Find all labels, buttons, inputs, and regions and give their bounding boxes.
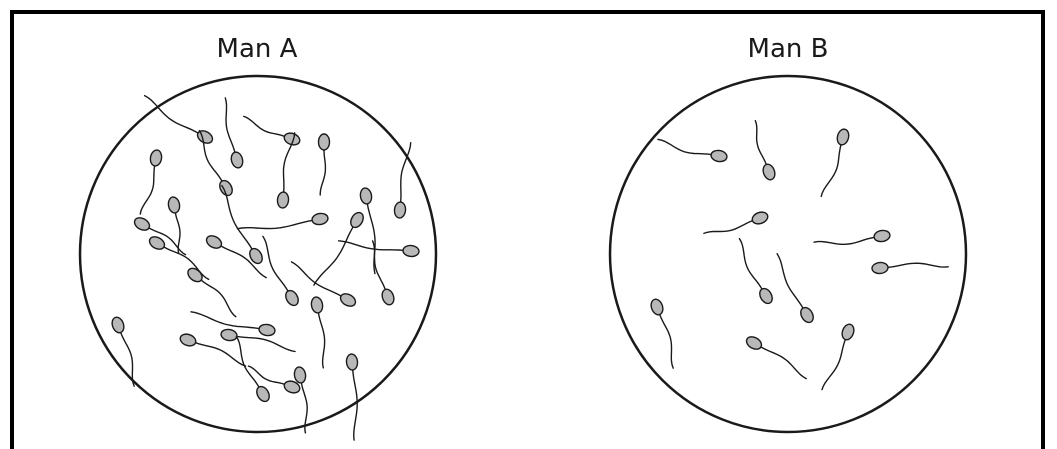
b-sperm-head-8	[757, 286, 775, 305]
sperm-group-b	[649, 121, 948, 390]
a-sperm-tail-26	[191, 312, 259, 329]
a-sperm-tail-18	[121, 333, 135, 387]
a-sperm-head-7	[277, 192, 289, 209]
a-sperm-head-1	[195, 128, 214, 146]
a-sperm-tail-16	[222, 186, 252, 250]
b-sperm-tail-9	[777, 254, 803, 308]
a-sperm-tail-1	[145, 96, 199, 133]
b-sperm-head-4	[751, 210, 770, 226]
b-sperm-tail-8	[739, 239, 762, 290]
a-sperm-tail-2	[225, 98, 235, 152]
b-sperm-tail-3	[821, 145, 841, 197]
a-sperm-head-12	[311, 212, 329, 226]
a-sperm-tail-29	[236, 337, 259, 388]
a-sperm-head-20	[283, 288, 301, 307]
a-sperm-head-8	[167, 196, 181, 214]
a-sperm-tail-19	[201, 280, 236, 317]
a-sperm-tail-9	[367, 204, 375, 274]
a-sperm-head-23	[380, 288, 396, 307]
b-sperm-tail-1	[658, 139, 711, 154]
a-sperm-tail-22	[318, 313, 324, 368]
a-sperm-head-17	[403, 245, 420, 257]
a-sperm-tail-24	[196, 343, 246, 366]
b-sperm-head-3	[836, 128, 851, 146]
a-sperm-head-5	[149, 149, 163, 167]
b-sperm-tail-10	[761, 347, 806, 379]
a-sperm-head-15	[204, 233, 223, 251]
a-sperm-tail-23	[373, 241, 386, 290]
sample-circle-b	[610, 76, 966, 432]
a-sperm-tail-17	[339, 241, 403, 251]
a-sperm-tail-4	[320, 150, 325, 195]
b-sperm-head-2	[761, 163, 777, 182]
a-sperm-tail-13	[314, 227, 353, 285]
a-sperm-head-9	[359, 187, 373, 205]
a-sperm-head-13	[348, 210, 366, 229]
b-sperm-head-5	[873, 229, 891, 243]
a-sperm-head-4	[319, 134, 330, 150]
b-sperm-tail-4	[704, 221, 753, 234]
b-sperm-head-11	[840, 323, 856, 342]
a-sperm-head-14	[147, 234, 166, 252]
a-sperm-tail-21	[292, 262, 342, 296]
b-sperm-head-7	[649, 298, 665, 317]
b-sperm-head-6	[872, 262, 889, 274]
a-sperm-head-27	[346, 354, 358, 371]
a-sperm-tail-25	[237, 336, 295, 351]
a-sperm-head-21	[338, 291, 357, 309]
b-sperm-tail-2	[755, 121, 766, 165]
b-sperm-head-1	[710, 149, 728, 163]
b-sperm-tail-7	[660, 315, 674, 369]
a-sperm-tail-3	[244, 116, 285, 136]
a-sperm-head-22	[310, 296, 324, 314]
a-sperm-head-10	[394, 202, 406, 219]
b-sperm-head-9	[798, 305, 816, 324]
b-sperm-tail-5	[814, 237, 874, 244]
a-sperm-head-29	[254, 384, 272, 403]
a-sperm-tail-5	[140, 166, 154, 214]
a-sperm-head-18	[110, 316, 126, 335]
a-sperm-tail-30	[249, 366, 285, 384]
a-sperm-head-11	[132, 215, 151, 233]
b-sperm-head-10	[744, 334, 763, 352]
a-sperm-head-19	[185, 266, 204, 285]
a-sperm-head-28	[293, 366, 307, 384]
a-sperm-head-26	[258, 323, 276, 337]
a-sperm-head-25	[220, 328, 238, 342]
b-sperm-tail-11	[822, 340, 845, 390]
b-sperm-tail-6	[888, 263, 948, 267]
a-sperm-tail-12	[237, 220, 312, 228]
a-sperm-head-2	[230, 151, 245, 169]
a-sperm-tail-20	[263, 236, 288, 291]
a-sperm-head-24	[179, 332, 198, 348]
